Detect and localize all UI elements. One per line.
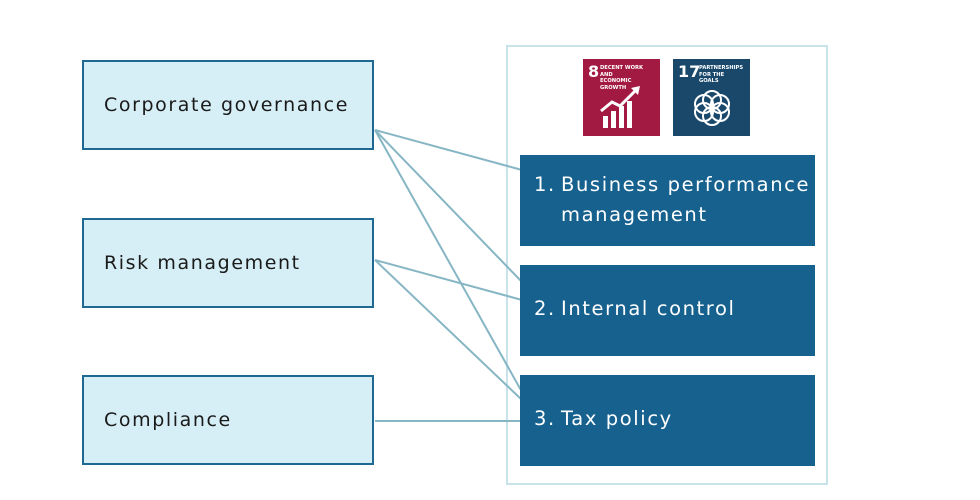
sdg-number: 17 bbox=[678, 62, 701, 81]
connector-line bbox=[374, 129, 523, 393]
initiative-label: Business performance management bbox=[561, 170, 810, 230]
box-compliance: Compliance bbox=[82, 375, 374, 465]
box-risk-management: Risk management bbox=[82, 218, 374, 308]
box-label: Corporate governance bbox=[104, 94, 349, 116]
initiative-label: Tax policy bbox=[561, 407, 673, 430]
initiative-number: 1. bbox=[534, 173, 556, 196]
sdg-badge-17: 17 PARTNERSHIPS FOR THE GOALS bbox=[673, 59, 750, 136]
sdg-badge-8: 8 DECENT WORK AND ECONOMIC GROWTH bbox=[583, 59, 660, 136]
initiative-business-performance: 1. Business performance management bbox=[520, 155, 815, 246]
rising-chart-icon bbox=[600, 86, 640, 128]
sdg-title-line: DECENT WORK AND bbox=[600, 65, 644, 78]
initiative-number: 3. bbox=[534, 407, 556, 430]
connector-line bbox=[374, 259, 523, 301]
initiative-label-line: Business performance bbox=[561, 173, 811, 196]
sdg-number: 8 bbox=[588, 62, 600, 81]
sdg-title-line: FOR THE GOALS bbox=[699, 71, 725, 85]
sdg-title: PARTNERSHIPS FOR THE GOALS bbox=[699, 65, 745, 85]
box-corporate-governance: Corporate governance bbox=[82, 60, 374, 150]
sdg-title-line: ECONOMIC GROWTH bbox=[600, 78, 632, 91]
box-label: Compliance bbox=[104, 409, 232, 431]
interlocking-rings-icon bbox=[694, 90, 730, 126]
initiative-internal-control: 2. Internal control bbox=[520, 265, 815, 356]
sdg-title: DECENT WORK AND ECONOMIC GROWTH bbox=[600, 65, 646, 91]
connector-line bbox=[374, 129, 523, 283]
connector-line bbox=[374, 259, 523, 401]
initiative-label: Internal control bbox=[561, 297, 736, 320]
initiative-label-line: management bbox=[561, 203, 708, 226]
sdg-title-line: PARTNERSHIPS bbox=[699, 65, 744, 71]
connector-line bbox=[374, 129, 523, 171]
box-label: Risk management bbox=[104, 252, 301, 274]
initiative-number: 2. bbox=[534, 297, 556, 320]
initiative-tax-policy: 3. Tax policy bbox=[520, 375, 815, 466]
